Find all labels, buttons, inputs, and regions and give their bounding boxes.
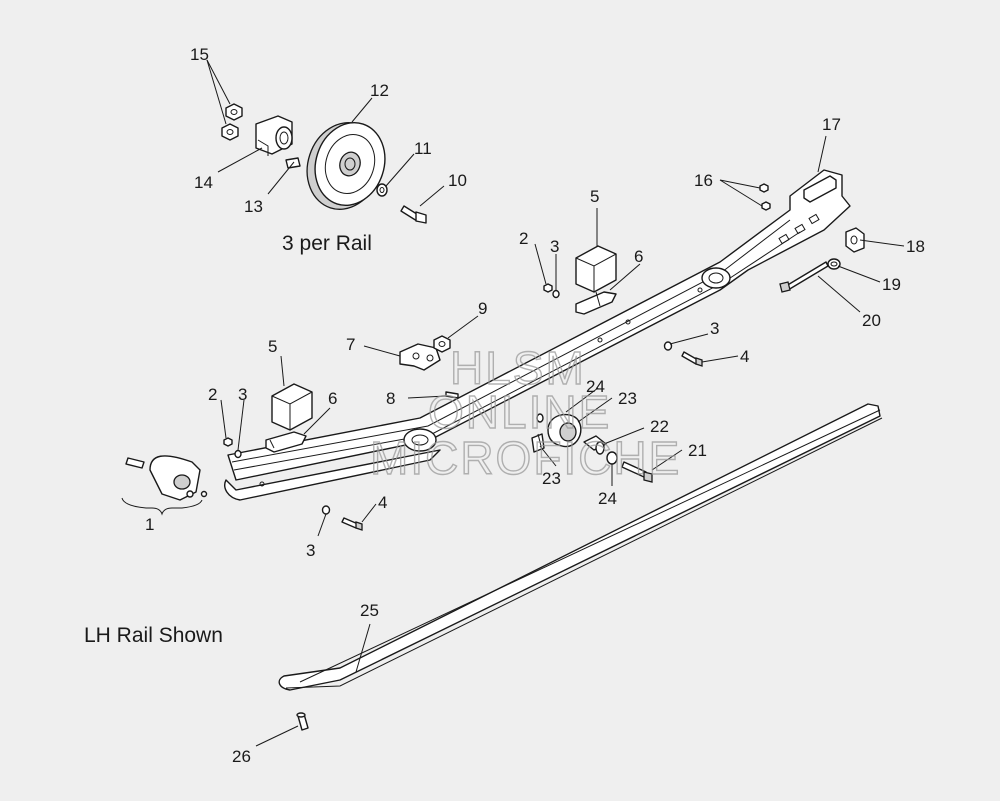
callout-6-front: 6: [328, 389, 337, 408]
callout-3-mid: 3: [710, 319, 719, 338]
callout-18: 18: [906, 237, 925, 256]
callout-22: 22: [650, 417, 669, 436]
callout-15: 15: [190, 45, 209, 64]
callout-9: 9: [478, 299, 487, 318]
washer-3-rear: [552, 289, 560, 299]
callout-19: 19: [882, 275, 901, 294]
callout-4-lower: 4: [378, 493, 387, 512]
bolt-21: [621, 461, 653, 483]
hyfax-slide-25: [278, 403, 883, 691]
callout-20: 20: [862, 311, 881, 330]
pivot-tube-22: [583, 435, 607, 455]
idler-wheel-12: [306, 121, 386, 210]
bolt-4-lower: [341, 517, 363, 531]
nut-15: [221, 103, 243, 141]
washer-3-lower: [321, 505, 331, 515]
wear-block-5-rear: [575, 245, 617, 293]
callout-16: 16: [694, 171, 713, 190]
callout-5-rear: 5: [590, 187, 599, 206]
washer-11: [376, 183, 388, 197]
note-rail-side: LH Rail Shown: [84, 624, 223, 647]
callout-12: 12: [370, 81, 389, 100]
callout-2-front: 2: [208, 385, 217, 404]
idler-wheel-assembly: [221, 103, 427, 224]
callout-24-top: 24: [586, 377, 605, 396]
wear-block-5-front: [271, 383, 313, 431]
watermark-line-1: HLSM: [450, 342, 586, 394]
bushing-19: [827, 258, 841, 270]
washer-3-front: [234, 449, 242, 459]
callout-5-front: 5: [268, 337, 277, 356]
callout-3-front: 3: [238, 385, 247, 404]
callout-numbers: 15 12 14 13 11 10 17 16 18 19 20 2 3 5 6…: [145, 45, 925, 766]
clip-6-front: [265, 431, 307, 453]
nut-2-front: [223, 437, 233, 447]
bolt-8: [445, 391, 459, 399]
bolt-4-mid: [681, 351, 703, 367]
callout-24-bottom: 24: [598, 489, 617, 508]
watermark-line-3: MICROFICHE: [370, 432, 681, 484]
callout-10: 10: [448, 171, 467, 190]
callout-1: 1: [145, 515, 154, 534]
slide-rail-17: [224, 169, 851, 501]
callout-8: 8: [386, 389, 395, 408]
axle-mount-14: [255, 115, 293, 156]
leader-lines: [206, 59, 905, 747]
callout-26: 26: [232, 747, 251, 766]
shock-pivot-assembly: [531, 413, 582, 453]
washer-3-mid: [663, 341, 673, 351]
callout-3-lower: 3: [306, 541, 315, 560]
callout-17: 17: [822, 115, 841, 134]
callout-13: 13: [244, 197, 263, 216]
note-rail-count: 3 per Rail: [282, 232, 372, 255]
callout-11: 11: [414, 139, 432, 158]
callout-3-rear: 3: [550, 237, 559, 256]
nut-2-rear: [543, 283, 553, 293]
callout-25: 25: [360, 601, 379, 620]
callout-23-bottom: 23: [542, 469, 561, 488]
nut-9: [433, 335, 451, 353]
bolt-10: [400, 205, 427, 224]
axle-bolt-20: [779, 261, 829, 293]
clip-6-rear: [575, 291, 617, 315]
rail-spacer-front: [403, 428, 437, 452]
callout-14: 14: [194, 173, 213, 192]
callout-7: 7: [346, 335, 355, 354]
screw-26: [296, 712, 309, 731]
callout-6-rear: 6: [634, 247, 643, 266]
axle-bracket-18: [845, 227, 865, 253]
callout-21: 21: [688, 441, 707, 460]
watermark: HLSM ONLINE MICROFICHE: [369, 341, 681, 484]
callout-4-mid: 4: [740, 347, 749, 366]
bracket-7: [399, 343, 441, 371]
callout-2-rear: 2: [519, 229, 528, 248]
callout-23-top: 23: [618, 389, 637, 408]
nuts-16: [759, 183, 771, 211]
watermark-line-2: ONLINE: [428, 386, 611, 438]
rail-spacer-rear: [701, 267, 731, 289]
front-bumper-1: [121, 455, 208, 516]
